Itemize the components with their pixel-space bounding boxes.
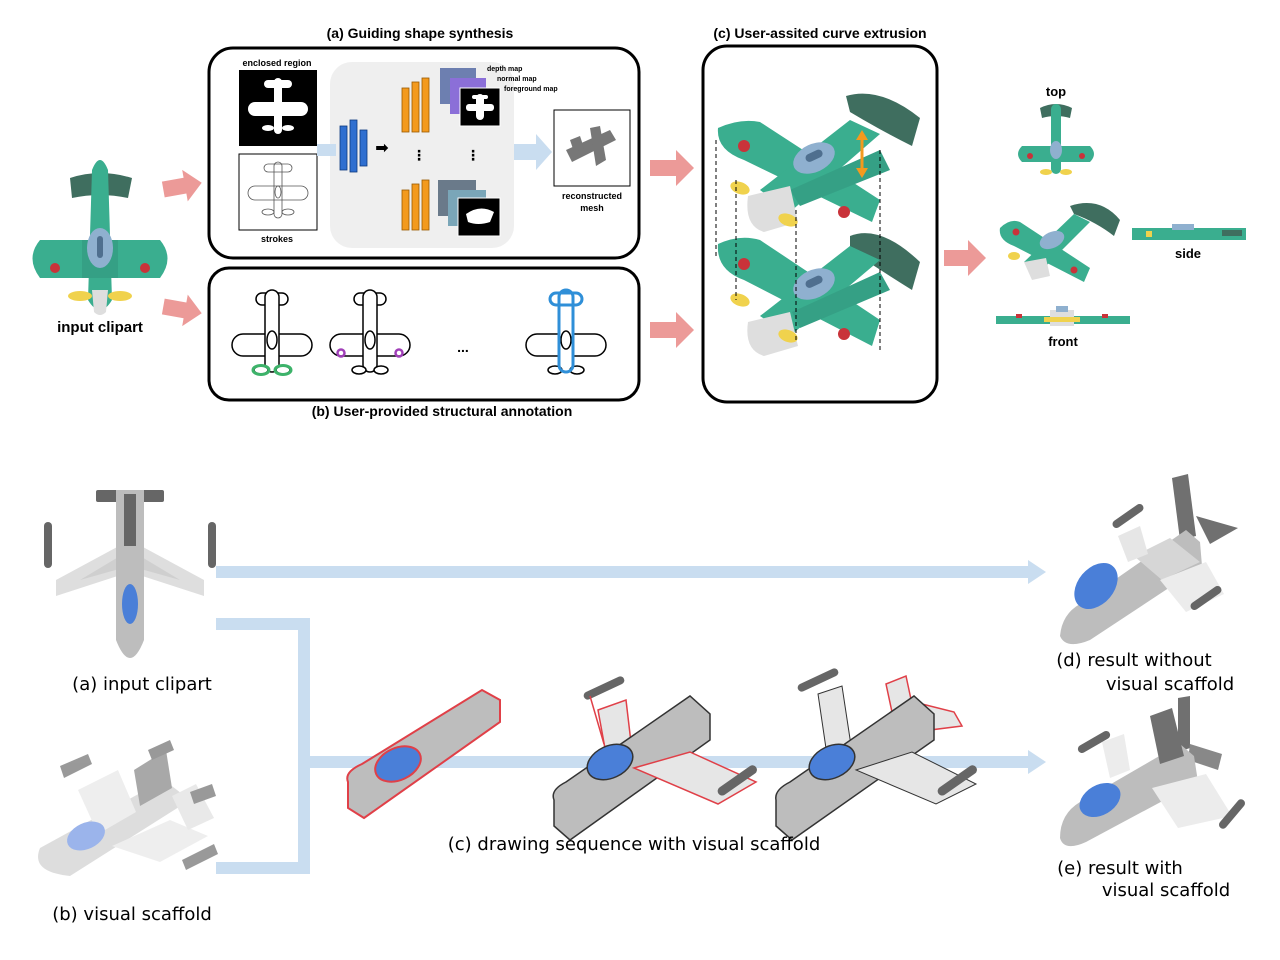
perspective-view-plane [999, 203, 1120, 282]
arrow-b-to-c [650, 312, 694, 348]
foreground-map-label: foreground map [504, 86, 558, 93]
forward-arrow-glyph: ➡ [375, 140, 388, 157]
arrow-to-section-b [161, 294, 202, 327]
encoder-layer-1 [339, 125, 348, 171]
decoder-bottom-layer-3 [421, 179, 430, 231]
enclosed-region-label: enclosed region [242, 58, 311, 68]
bottom-label-b: (b) visual scaffold [52, 904, 212, 925]
extrusion-planes [715, 93, 920, 356]
bottom-label-d-line1: (d) result without [1056, 650, 1212, 671]
ellipsis-vertical-right: ⋮ [466, 147, 480, 163]
normal-map-label: normal map [497, 76, 537, 83]
result-with-scaffold-jet [1060, 696, 1245, 847]
arrow-a-to-c [650, 150, 694, 186]
bottom-label-d-line2: visual scaffold [1106, 674, 1234, 695]
strokes-image [238, 153, 318, 231]
front-view-label: front [1048, 334, 1078, 349]
decoder-bottom-layer-1 [401, 189, 410, 231]
drawing-step-2 [552, 676, 758, 841]
decoder-top-layer-3 [421, 77, 430, 133]
foreground-map-silhouette [466, 94, 494, 120]
strokes-silhouette [247, 161, 309, 219]
reconstructed-label: reconstructed [562, 191, 622, 201]
decoder-top-layer-2 [411, 81, 420, 133]
section-b-box [207, 266, 641, 402]
bottom-label-a: (a) input clipart [72, 674, 212, 695]
encoder-layer-2 [349, 119, 358, 173]
input-clipart-plane [32, 160, 168, 315]
section-a-title: (a) Guiding shape synthesis [327, 25, 514, 41]
section-b-ellipsis: ... [457, 339, 469, 355]
top-view-label: top [1046, 84, 1066, 99]
side-view-plane [1132, 224, 1246, 240]
annotation-plane-1 [231, 289, 313, 376]
ellipsis-vertical-left: ⋮ [412, 147, 426, 163]
decoder-bottom-layer-2 [411, 183, 420, 231]
annotation-planes [231, 288, 607, 376]
depth-map-label: depth map [487, 66, 522, 73]
section-c-title: (c) User-assited curve extrusion [713, 25, 926, 41]
annotation-plane-2 [329, 289, 411, 375]
result-without-scaffold-jet [1060, 474, 1238, 645]
foreground-map-silhouette-2 [466, 208, 494, 224]
flow-arrowhead-bottom [1028, 750, 1046, 774]
arrow-c-to-views [944, 240, 986, 276]
bottom-label-e-line1: (e) result with [1057, 858, 1183, 879]
arrow-to-section-a [161, 169, 202, 202]
input-clipart-label: input clipart [57, 319, 143, 336]
enclosed-region-silhouette [248, 78, 308, 134]
decoder-top-layer-1 [401, 87, 410, 133]
flow-arrowhead-top [1028, 560, 1046, 584]
section-b-title: (b) User-provided structural annotation [312, 403, 573, 419]
input-clipart-jet [44, 490, 216, 658]
drawing-step-1 [346, 688, 501, 820]
mesh-plane [566, 126, 616, 166]
strokes-label: strokes [261, 234, 293, 244]
encoder-layer-3 [359, 129, 368, 167]
top-view-plane [1018, 104, 1094, 175]
annotation-plane-3 [525, 288, 607, 375]
arrow-to-mesh [514, 134, 552, 170]
visual-scaffold-jet [38, 740, 218, 876]
mesh-label: mesh [580, 203, 604, 213]
bottom-label-e-line2: visual scaffold [1102, 880, 1230, 901]
drawing-step-3 [775, 668, 978, 841]
section-c-box [701, 44, 939, 404]
front-view-plane [996, 306, 1130, 326]
bottom-label-c: (c) drawing sequence with visual scaffol… [448, 834, 821, 855]
side-view-label: side [1175, 246, 1201, 261]
